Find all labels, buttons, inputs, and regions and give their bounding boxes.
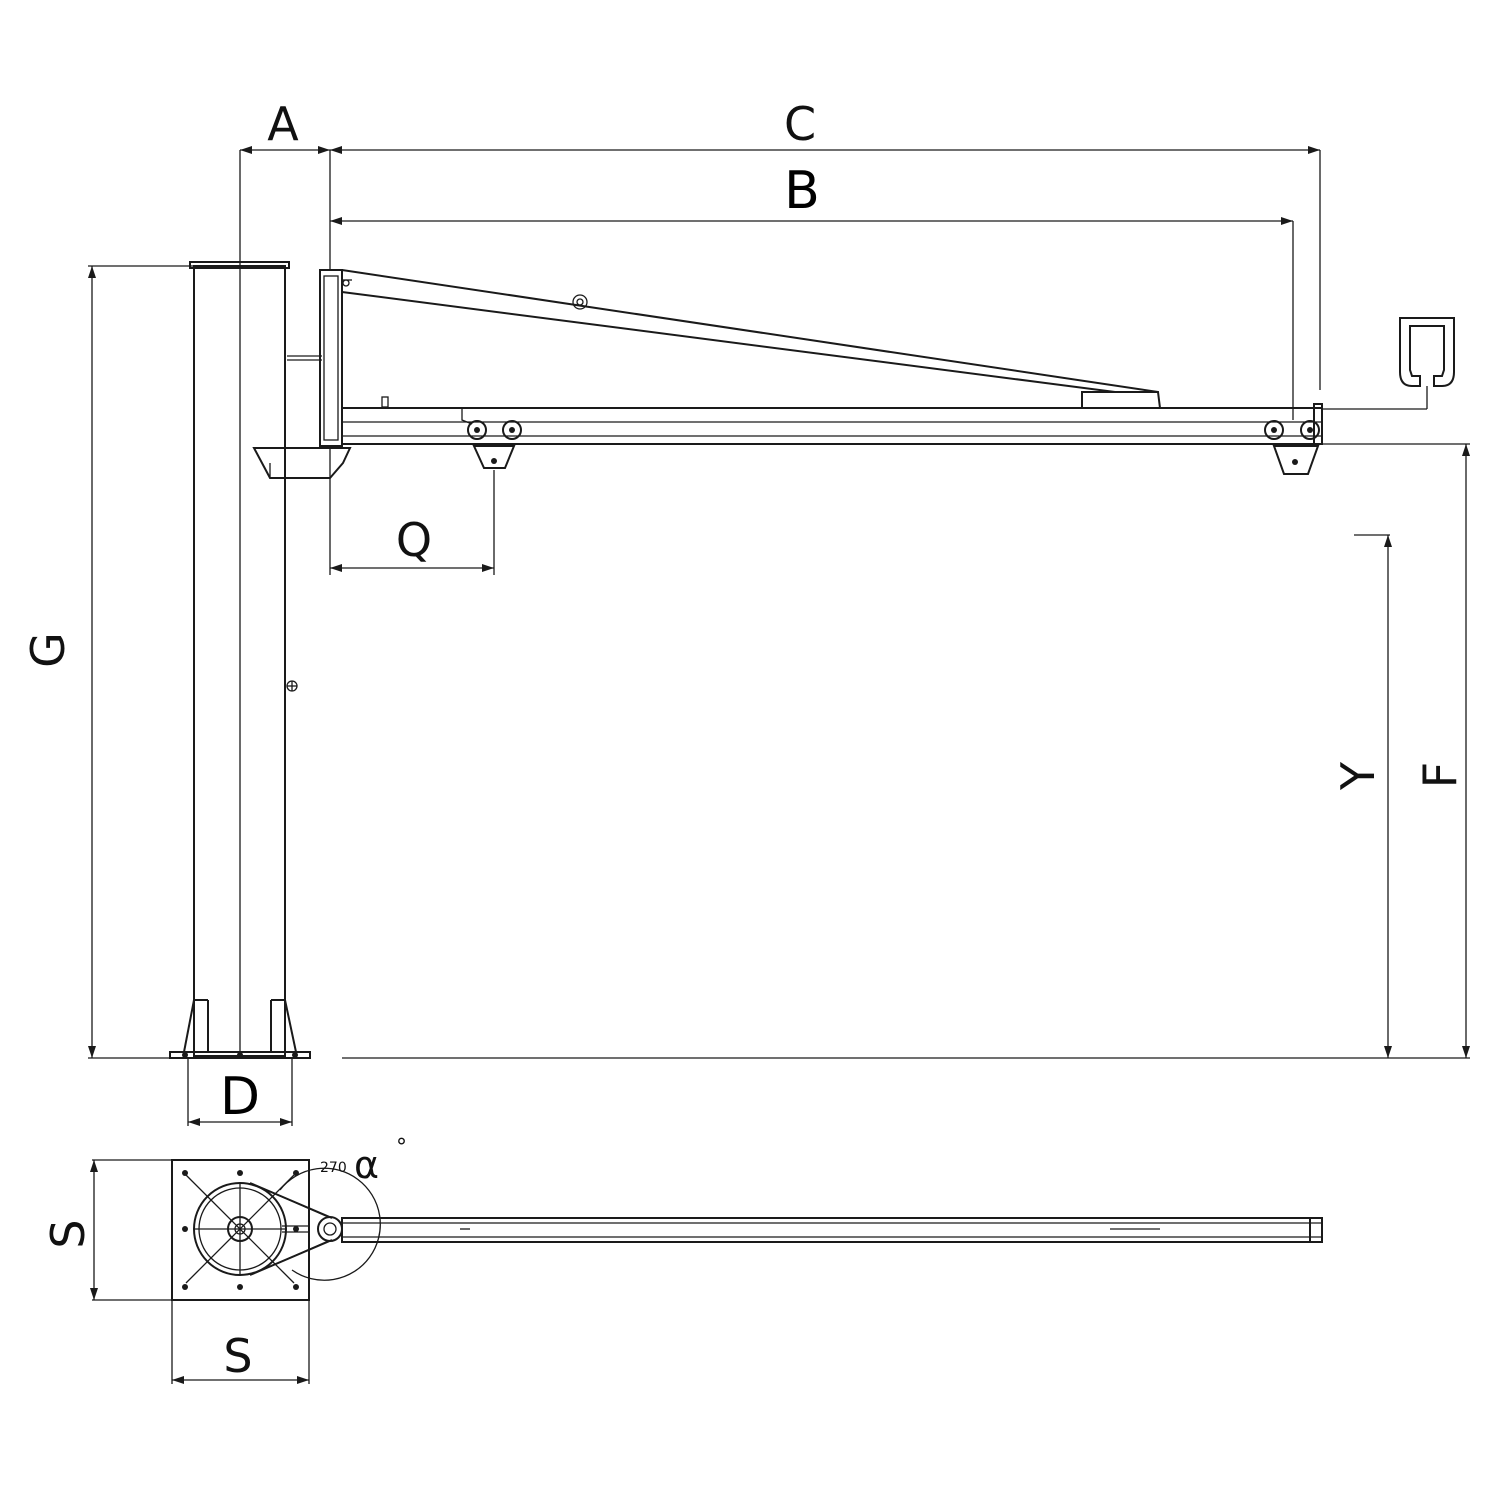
rotation-angle-symbol: α <box>354 1143 379 1187</box>
label-g: G <box>21 632 75 668</box>
label-y: Y <box>1331 761 1385 791</box>
label-a: A <box>267 97 299 151</box>
dimension-c <box>330 146 1321 390</box>
dimension-q <box>329 446 495 575</box>
tie-rod <box>341 269 1162 409</box>
label-c: C <box>784 97 816 151</box>
label-q: Q <box>396 513 432 567</box>
dimension-g <box>88 265 310 1059</box>
rotation-degree-symbol: ° <box>396 1135 407 1160</box>
label-b: B <box>784 161 820 221</box>
rail-profile-section <box>1322 317 1455 410</box>
slewing-head <box>319 269 352 447</box>
dimension-d <box>187 1058 293 1126</box>
trolley-inner <box>467 420 522 469</box>
label-s-horizontal: S <box>223 1329 252 1383</box>
trolley-outer <box>1264 403 1323 475</box>
column-base <box>169 999 311 1059</box>
dimension-y <box>1354 534 1392 1058</box>
side-elevation: A C B Q D G Y F <box>21 97 1470 1127</box>
boom <box>341 396 1323 445</box>
label-s-vertical: S <box>41 1219 95 1248</box>
plan-view: S S 270 α ° <box>41 1135 1323 1384</box>
label-f: F <box>1413 762 1467 788</box>
rotation-angle-value: 270 <box>320 1160 347 1176</box>
dimension-b <box>330 217 1294 420</box>
dimension-a <box>240 146 331 270</box>
column <box>189 150 352 1058</box>
label-d: D <box>220 1067 260 1127</box>
dimension-f <box>342 443 1470 1059</box>
